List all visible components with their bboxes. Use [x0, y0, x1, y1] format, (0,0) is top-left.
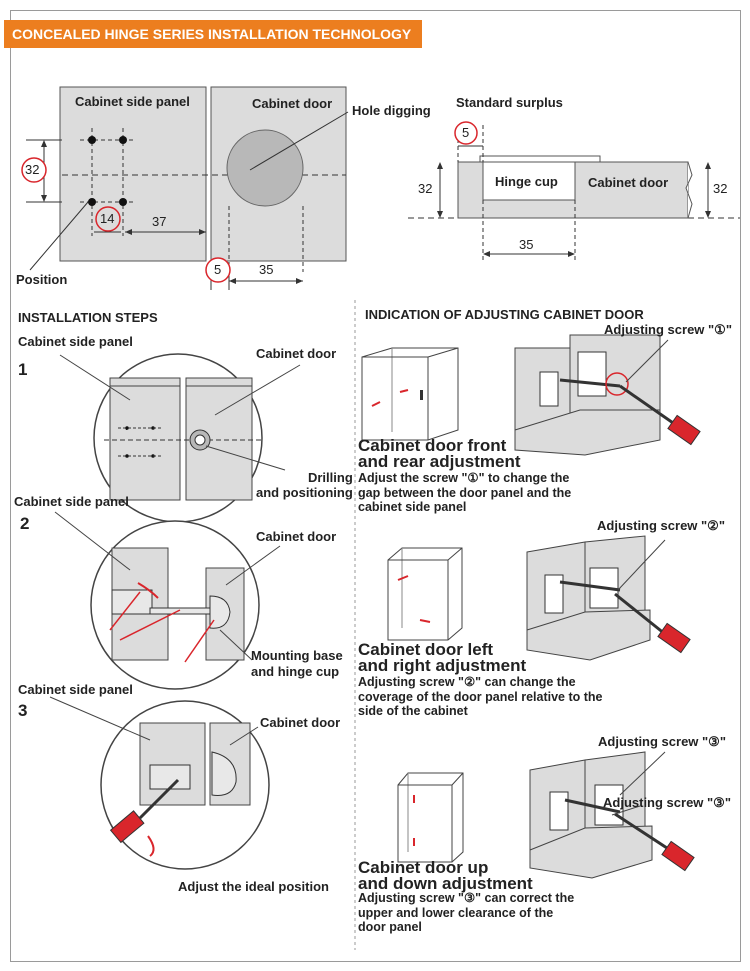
dim-5-label: 5	[214, 262, 222, 277]
step3-side-panel-label: Cabinet side panel	[18, 682, 133, 697]
dim-37-label: 37	[152, 214, 167, 229]
cabinet-box-1	[361, 347, 459, 441]
adjusting-title: INDICATION OF ADJUSTING CABINET DOOR	[365, 307, 644, 322]
step2-number: 2	[20, 514, 30, 533]
surplus-door-label: Cabinet door	[588, 175, 669, 190]
adjust2-heading: Cabinet door left and right adjustment	[358, 640, 527, 675]
installation-title: INSTALLATION STEPS	[18, 310, 158, 325]
page-title: CONCEALED HINGE SERIES INSTALLATION TECH…	[4, 20, 422, 48]
dim-circle	[21, 157, 47, 183]
step3-note: Adjust the ideal position	[178, 879, 329, 894]
step1-door-label: Cabinet door	[256, 346, 337, 361]
adjust3-screw-label-2: Adjusting screw "③"	[603, 795, 732, 810]
drill-point	[88, 136, 96, 144]
hinge-plate-shape	[479, 155, 601, 163]
dim-32-label: 32	[25, 162, 40, 177]
standard-surplus-label: Standard surplus	[456, 95, 563, 110]
adjust2-description: Adjusting screw "②" can change the cover…	[358, 675, 603, 718]
dim-circle	[205, 257, 231, 283]
surplus-dim-5: 5	[462, 125, 470, 140]
adjust1-heading: Cabinet door front and rear adjustment	[358, 436, 521, 471]
page-frame	[10, 10, 741, 962]
adjust3-description: Adjusting screw "③" can correct the uppe…	[358, 891, 575, 934]
screwdriver-handle	[109, 810, 145, 844]
surplus-dim-35: 35	[519, 237, 534, 252]
side-panel-label: Cabinet side panel	[75, 94, 190, 109]
position-label: Position	[16, 272, 68, 287]
surplus-dim-32-right: 32	[713, 181, 728, 196]
step1-note: Drilling and positioning	[256, 470, 353, 500]
cabinet-box-2	[387, 547, 463, 641]
side-panel-shape	[59, 86, 207, 262]
step2-side-panel-label: Cabinet side panel	[14, 494, 129, 509]
dim-14-label: 14	[100, 211, 115, 226]
step2-door-label: Cabinet door	[256, 529, 337, 544]
dim-35-label: 35	[259, 262, 274, 277]
step1-number: 1	[18, 360, 28, 379]
hinge-cup-label: Hinge cup	[495, 174, 558, 189]
adjust1-screw-label: Adjusting screw "①"	[604, 322, 733, 337]
adjust1-description: Adjust the screw "①" to change the gap b…	[358, 471, 572, 514]
adjust3-screw-label: Adjusting screw "③"	[598, 734, 727, 749]
step3-number: 3	[18, 701, 28, 720]
drill-point	[88, 198, 96, 206]
dim-circle	[454, 121, 478, 145]
hinge-hole	[226, 129, 304, 207]
drill-point	[119, 136, 127, 144]
dim-circle	[95, 206, 121, 232]
step2-note: Mounting base and hinge cup	[251, 648, 343, 679]
step1-side-panel-label: Cabinet side panel	[18, 334, 133, 349]
door-label: Cabinet door	[252, 96, 333, 111]
hole-digging-label: Hole digging	[352, 103, 431, 118]
drill-point	[119, 198, 127, 206]
adjust2-screw-label: Adjusting screw "②"	[597, 518, 726, 533]
adjust3-heading: Cabinet door up and down adjustment	[358, 858, 533, 893]
surplus-dim-32-left: 32	[418, 181, 433, 196]
step3-door-label: Cabinet door	[260, 715, 341, 730]
hinge-cup-shape	[482, 161, 576, 201]
